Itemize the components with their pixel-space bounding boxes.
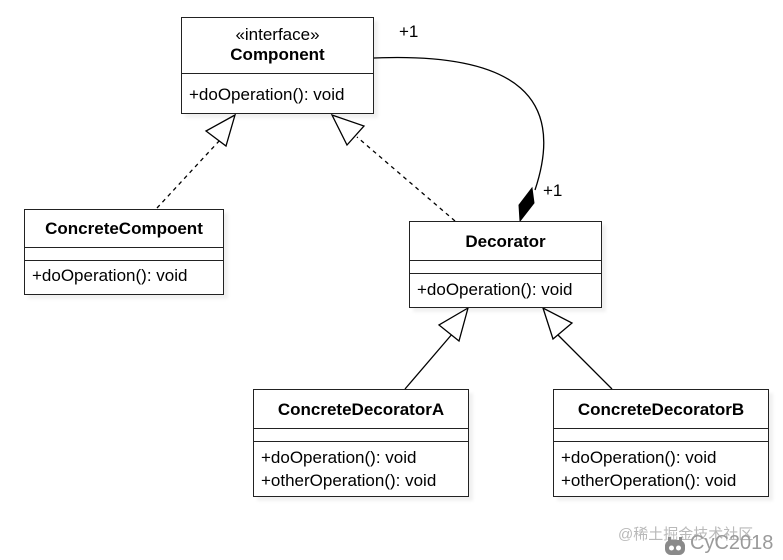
class-component[interactable]: «interface» Component +doOperation(): vo… — [181, 17, 374, 114]
class-concrete-component[interactable]: ConcreteCompoent +doOperation(): void — [24, 209, 224, 295]
operation: +otherOperation(): void — [261, 471, 437, 490]
operations-compartment: +doOperation(): void — [182, 74, 373, 106]
realization-arrowhead-icon — [204, 113, 237, 148]
class-header: «interface» Component — [182, 18, 373, 74]
juejin-mascot-icon — [665, 537, 685, 555]
class-header: Decorator — [410, 222, 601, 261]
class-name: ConcreteDecoratorA — [277, 400, 445, 419]
realization-arrowhead-icon — [330, 113, 366, 147]
generalization-a-line — [404, 332, 454, 390]
operation: +doOperation(): void — [189, 85, 345, 104]
operations-compartment: +doOperation(): void +otherOperation(): … — [554, 442, 768, 492]
composition-diamond-icon — [518, 186, 535, 223]
generalization-arrowhead-icon — [541, 306, 574, 341]
attributes-compartment — [25, 248, 223, 261]
realization-concretecomponent-line — [156, 139, 221, 209]
operation: +doOperation(): void — [561, 448, 717, 467]
attributes-compartment — [410, 261, 601, 274]
class-name: Component — [230, 45, 325, 64]
multiplicity-decorator-end: +1 — [543, 181, 563, 200]
class-name: ConcreteDecoratorB — [577, 400, 745, 419]
operations-compartment: +doOperation(): void +otherOperation(): … — [254, 442, 468, 492]
class-concrete-decorator-b[interactable]: ConcreteDecoratorB +doOperation(): void … — [553, 389, 769, 497]
class-header: ConcreteDecoratorB — [554, 390, 768, 429]
multiplicity-component-end: +1 — [399, 22, 419, 41]
operations-compartment: +doOperation(): void — [410, 274, 601, 301]
operation: +otherOperation(): void — [561, 471, 737, 490]
class-name: ConcreteCompoent — [45, 219, 203, 238]
attributes-compartment — [254, 429, 468, 442]
class-decorator[interactable]: Decorator +doOperation(): void — [409, 221, 602, 308]
realization-decorator-line — [356, 136, 456, 222]
generalization-arrowhead-icon — [437, 306, 470, 343]
watermark-text: @稀土掘金技术社区 — [618, 526, 754, 543]
class-concrete-decorator-a[interactable]: ConcreteDecoratorA +doOperation(): void … — [253, 389, 469, 497]
operations-compartment: +doOperation(): void — [25, 261, 223, 287]
operation: +doOperation(): void — [261, 448, 417, 467]
generalization-b-line — [555, 332, 613, 390]
operation: +doOperation(): void — [417, 280, 573, 299]
class-name: Decorator — [465, 232, 546, 251]
operation: +doOperation(): void — [32, 266, 188, 285]
class-header: ConcreteCompoent — [25, 210, 223, 248]
stereotype-label: «interface» — [235, 25, 320, 44]
watermark-author: CyC2018 — [690, 532, 774, 554]
attributes-compartment — [554, 429, 768, 442]
class-header: ConcreteDecoratorA — [254, 390, 468, 429]
composition-line — [373, 56, 545, 191]
